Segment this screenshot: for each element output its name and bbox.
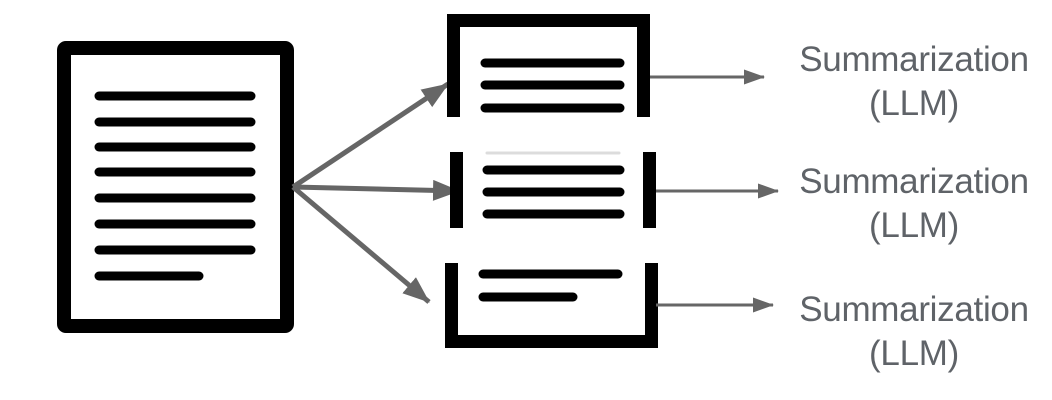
chunk-middle-icon [450, 151, 656, 228]
summarization-label-1-line2: (LLM) [869, 84, 959, 123]
summarization-label-3-line2: (LLM) [869, 334, 959, 373]
summarization-label-1-line1: Summarization [799, 40, 1029, 79]
source-document-icon [57, 41, 294, 333]
chunk-top-icon [447, 14, 650, 117]
summarization-label-3-line1: Summarization [799, 290, 1029, 329]
chunk-bottom-text-lines [478, 269, 623, 302]
chunk-top-text-lines [480, 58, 625, 113]
summarization-label-3: Summarization (LLM) [783, 288, 1045, 376]
source-document-text-lines [94, 91, 256, 281]
summarization-label-2-line2: (LLM) [869, 206, 959, 245]
summarization-label-2-line1: Summarization [799, 162, 1029, 201]
summarization-label-1: Summarization (LLM) [783, 38, 1045, 126]
fan-arrows [291, 81, 460, 304]
chunk-middle-text-lines [482, 165, 625, 219]
output-arrows [650, 69, 779, 313]
chunk-bottom-icon [445, 263, 658, 348]
arrow-to-chunk-middle-icon [292, 179, 460, 201]
arrow-to-chunk-bottom-icon [291, 185, 431, 304]
summarization-label-2: Summarization (LLM) [783, 160, 1045, 248]
source-document-border [57, 41, 294, 333]
arrow-to-chunk-top-icon [291, 81, 450, 190]
